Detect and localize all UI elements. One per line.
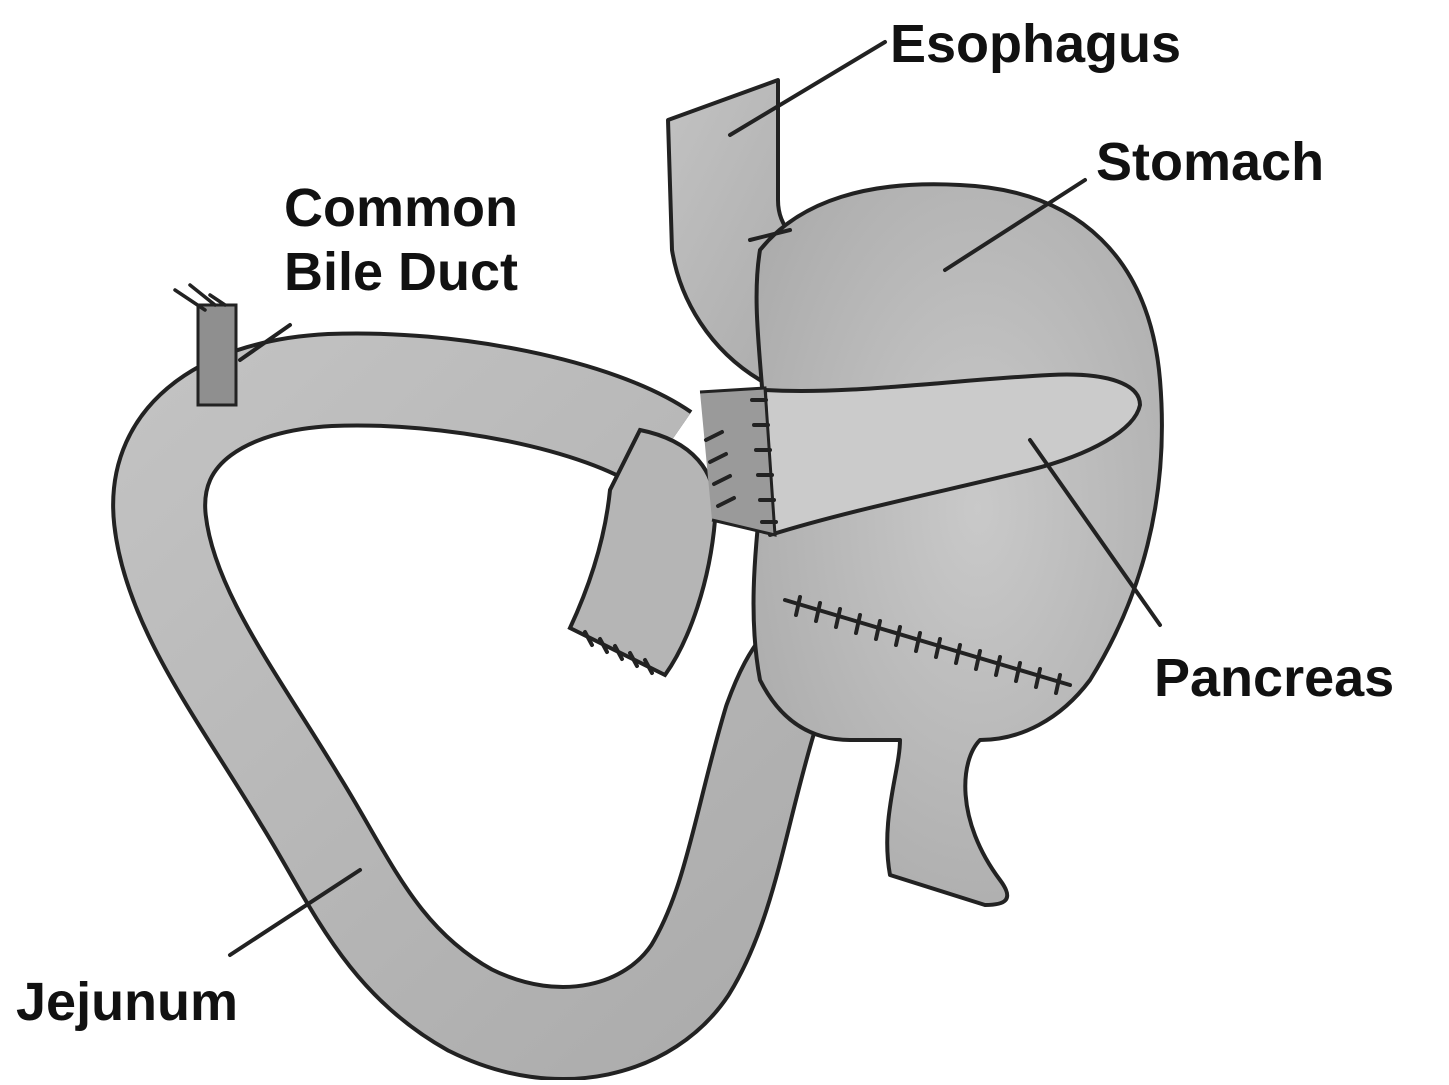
- stomach-label: Stomach: [1096, 130, 1324, 194]
- esophagus-label: Esophagus: [890, 12, 1181, 76]
- cbd-label-line2: Bile Duct: [284, 240, 518, 304]
- cbd-label-line1: Common: [284, 176, 518, 240]
- jejunum-label: Jejunum: [16, 970, 238, 1034]
- stomach: [754, 184, 1162, 905]
- common-bile-duct-label: Common Bile Duct: [284, 176, 518, 304]
- pancreas-label: Pancreas: [1154, 646, 1394, 710]
